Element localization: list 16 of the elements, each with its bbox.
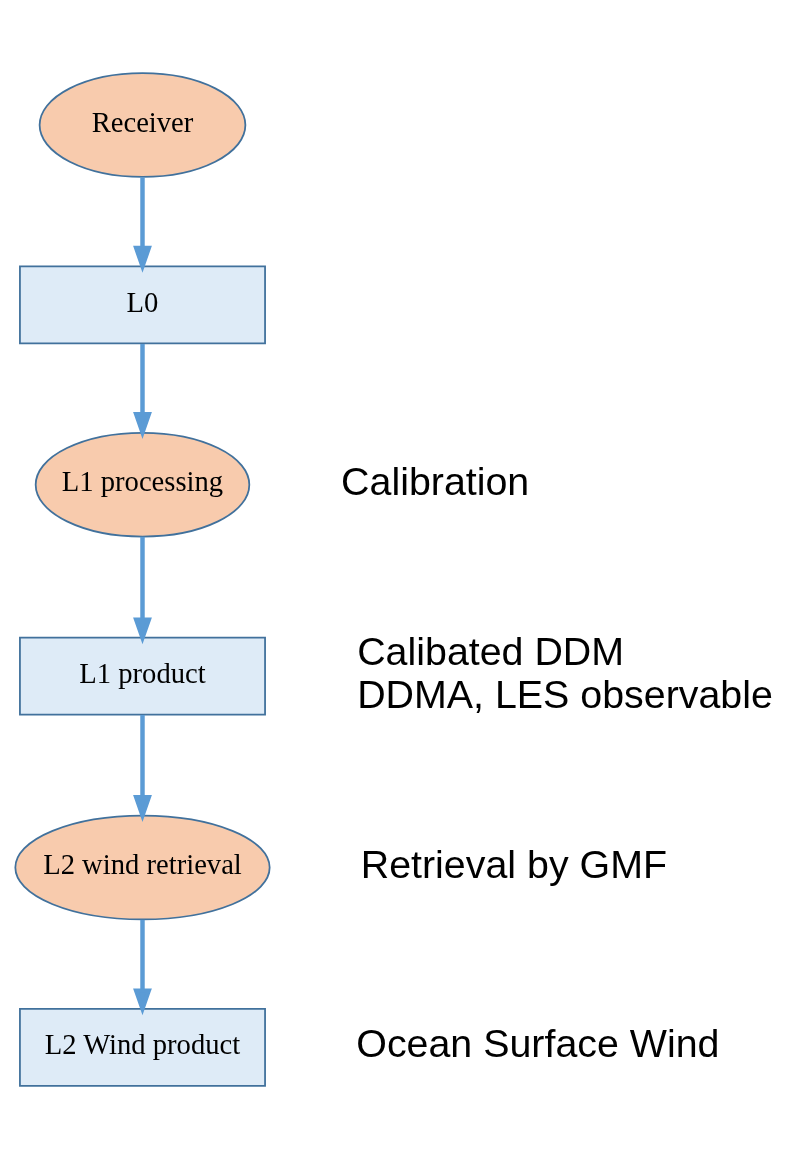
node-box: L1 product bbox=[19, 636, 266, 716]
node-label: Calibated DDM bbox=[357, 628, 625, 673]
arrow bbox=[133, 177, 152, 273]
node-box: L0 bbox=[19, 265, 266, 345]
node-label: DDMA, LES observable bbox=[357, 671, 773, 716]
node-label: Calibration bbox=[341, 458, 530, 503]
node-label: Retrieval by GMF bbox=[360, 841, 667, 886]
node-box: L2 Wind product bbox=[19, 1008, 266, 1087]
node-ellipse: Receiver bbox=[38, 72, 247, 178]
arrow bbox=[133, 536, 152, 645]
node-ellipse: L2 wind retrieval bbox=[14, 814, 271, 921]
arrow bbox=[133, 715, 152, 822]
node-ellipse: L1 processing bbox=[34, 431, 251, 538]
arrow bbox=[133, 344, 152, 439]
node-label: Ocean Surface Wind bbox=[356, 1021, 720, 1066]
arrow bbox=[133, 919, 152, 1016]
